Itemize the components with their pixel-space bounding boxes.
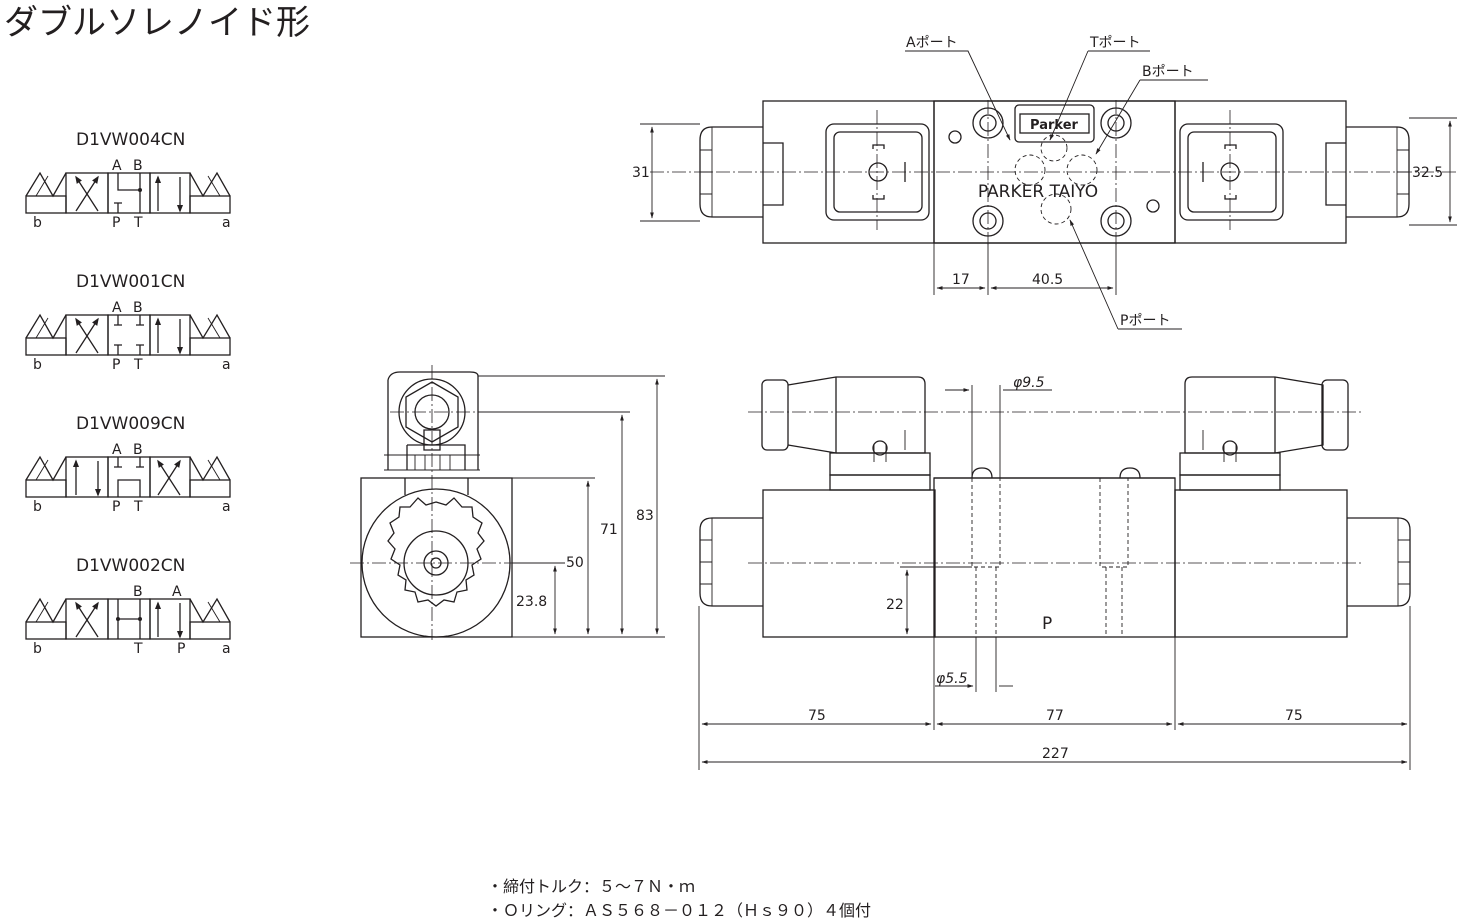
solenoid-symbol-left — [25, 455, 67, 498]
note-o-ring: ・Ｏリング：ＡＳ５６８－０１２（Ｈｓ９０）４個付 — [487, 901, 871, 920]
symbol-model: D1VW004CN — [76, 130, 185, 150]
dim-phi-9-5: φ9.5 — [1013, 375, 1045, 391]
valve-box-right — [149, 314, 191, 356]
front-knob-right — [1347, 517, 1411, 607]
front-port-label: P — [1042, 614, 1052, 634]
symbol-top-label: A — [112, 300, 122, 316]
solenoid-symbol-right — [189, 455, 231, 498]
symbol-top-label: B — [133, 584, 143, 600]
solenoid-left — [762, 489, 936, 638]
symbol-bottom-label: P — [112, 215, 120, 231]
port-a-label: Aポート — [906, 35, 958, 51]
port-p-label: Pポート — [1120, 313, 1170, 329]
symbol-d1vw001cn: D1VW001CN A B b P T a — [25, 272, 231, 373]
dim-phi-5-5: φ5.5 — [936, 671, 968, 687]
valve-box-left — [65, 456, 109, 498]
valve-box-right — [149, 456, 191, 498]
dim-75-left: 75 — [808, 708, 826, 724]
solenoid-symbol-right — [189, 313, 231, 356]
port-t-label: Tポート — [1089, 35, 1141, 51]
symbol-top-label: A — [112, 442, 122, 458]
symbol-end-label: a — [222, 215, 231, 231]
dim-71: 71 — [600, 522, 618, 538]
page-title: ダブルソレノイド形 — [4, 3, 310, 43]
front-hidden-bolts — [971, 478, 1129, 637]
symbol-end-label: b — [33, 357, 42, 373]
side-view: 83 71 50 23.8 — [350, 365, 665, 640]
dim-32-5: 32.5 — [1412, 165, 1443, 181]
valve-box-right — [149, 172, 191, 214]
front-view: P φ9.5 φ5.5 22 75 77 75 227 — [698, 375, 1411, 770]
symbol-d1vw002cn: D1VW002CN B A b T P a — [25, 556, 231, 657]
dim-17: 17 — [952, 272, 970, 288]
symbol-bottom-label: T — [133, 215, 143, 231]
valve-box-center — [107, 172, 151, 214]
dim-23-8: 23.8 — [516, 594, 547, 610]
solenoid-symbol-left — [25, 597, 67, 640]
valve-box-center — [107, 456, 151, 498]
symbol-top-label: A — [172, 584, 182, 600]
dim-227: 227 — [1042, 746, 1069, 762]
solenoid-symbol-right — [189, 597, 231, 640]
symbol-bottom-label: P — [177, 641, 185, 657]
symbol-top-label: B — [133, 300, 143, 316]
brand-text: PARKER TAIYO — [978, 182, 1098, 202]
solenoid-symbol-left — [25, 171, 67, 214]
note-tightening-torque: ・締付トルク：５～７Ｎ・ｍ — [487, 877, 695, 896]
symbol-d1vw004cn: D1VW004CN A B b P T a — [25, 130, 231, 231]
symbol-bottom-label: T — [133, 641, 143, 657]
dim-31: 31 — [632, 165, 650, 181]
solenoid-symbol-right — [189, 171, 231, 214]
symbol-end-label: a — [222, 641, 231, 657]
symbol-bottom-label: T — [133, 357, 143, 373]
dim-77: 77 — [1046, 708, 1064, 724]
symbol-end-label: b — [33, 641, 42, 657]
front-connector-left — [761, 376, 931, 491]
symbol-bottom-label: T — [133, 499, 143, 515]
valve-box-right — [149, 598, 191, 640]
symbol-end-label: a — [222, 357, 231, 373]
symbol-model: D1VW009CN — [76, 414, 185, 434]
symbol-top-label: A — [112, 158, 122, 174]
dim-75-right: 75 — [1285, 708, 1303, 724]
symbol-end-label: b — [33, 499, 42, 515]
port-leaders — [905, 50, 1208, 330]
front-connector-right — [1179, 376, 1349, 491]
dim-40-5: 40.5 — [1032, 272, 1063, 288]
symbol-end-label: b — [33, 215, 42, 231]
port-b-label: Bポート — [1142, 64, 1194, 80]
solenoid-right — [1174, 489, 1348, 638]
symbol-model: D1VW002CN — [76, 556, 185, 576]
dim-22: 22 — [886, 597, 904, 613]
parker-logo-box — [1019, 113, 1090, 134]
hidden-port-circles — [1014, 134, 1098, 225]
symbol-top-label: B — [133, 158, 143, 174]
top-view: Parker PARKER TAIYO Aポート Tポート Bポート — [632, 35, 1457, 330]
symbol-model: D1VW001CN — [76, 272, 185, 292]
symbol-bottom-label: P — [112, 357, 120, 373]
solenoid-symbol-left — [25, 313, 67, 356]
valve-body-front — [933, 477, 1176, 638]
symbol-d1vw009cn: D1VW009CN A B b P T a — [25, 414, 231, 515]
side-knob-knurl — [387, 497, 485, 607]
symbol-end-label: a — [222, 499, 231, 515]
dim-50: 50 — [566, 555, 584, 571]
parker-logo: Parker — [1030, 118, 1078, 133]
dim-83: 83 — [636, 508, 654, 524]
symbol-bottom-label: P — [112, 499, 120, 515]
front-knob-left — [699, 517, 763, 607]
symbol-top-label: B — [133, 442, 143, 458]
valve-box-center — [107, 314, 151, 356]
